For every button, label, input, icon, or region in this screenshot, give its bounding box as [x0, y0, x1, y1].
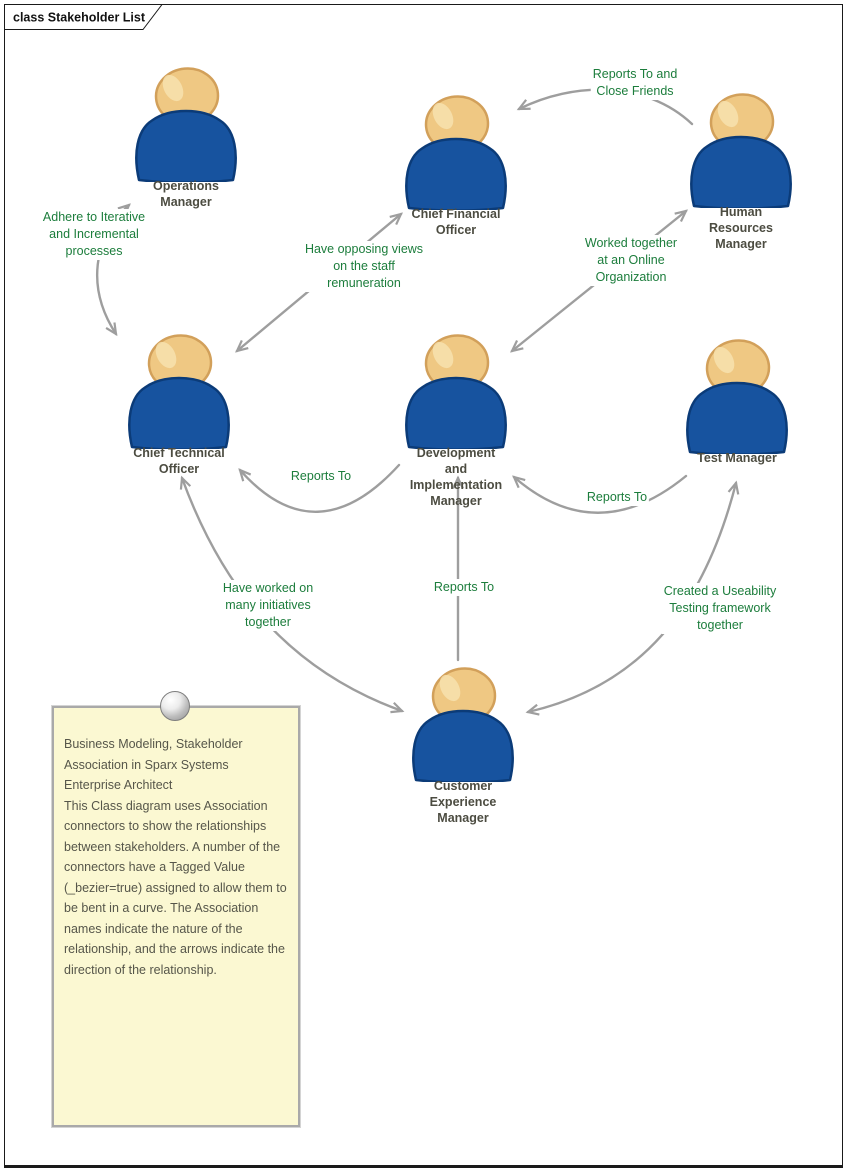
person-icon — [130, 66, 242, 182]
person-icon — [400, 333, 512, 449]
person-icon — [400, 94, 512, 210]
association-label-reports-to-dev-from-test[interactable]: Reports To — [584, 489, 650, 506]
association-label-adhere-iterative[interactable]: Adhere to Iterative and Incremental proc… — [40, 209, 148, 260]
association-label-useability-framework[interactable]: Created a Useability Testing framework t… — [661, 583, 779, 634]
person-icon — [681, 338, 793, 454]
diagram-frame-border — [4, 4, 843, 1168]
actor-test-manager[interactable]: Test Manager — [681, 338, 793, 465]
actor-name: Development and Implementation Manager — [409, 446, 503, 508]
association-label-reports-to-dev-from-cem[interactable]: Reports To — [431, 579, 497, 596]
actor-chief-financial-officer[interactable]: Chief Financial Officer — [400, 94, 512, 237]
note-title: Business Modeling, Stakeholder Associati… — [64, 737, 243, 792]
note-element[interactable]: Business Modeling, Stakeholder Associati… — [51, 705, 301, 1128]
actor-name: Operations Manager — [153, 179, 219, 209]
person-icon — [685, 92, 797, 208]
association-label-reports-to-cto[interactable]: Reports To — [288, 468, 354, 485]
actor-development-manager[interactable]: Development and Implementation Manager — [400, 333, 512, 508]
actor-name: Human Resources Manager — [709, 205, 773, 251]
actor-name: Chief Technical Officer — [133, 446, 225, 476]
association-label-reports-to-close-friends[interactable]: Reports To and Close Friends — [590, 66, 680, 100]
actor-name: Chief Financial Officer — [411, 207, 501, 237]
actor-customer-experience-manager[interactable]: Customer Experience Manager — [407, 666, 519, 825]
diagram-frame-tab: class Stakeholder List — [4, 4, 164, 30]
note-body: This Class diagram uses Association conn… — [64, 798, 287, 977]
actor-chief-technical-officer[interactable]: Chief Technical Officer — [123, 333, 235, 476]
actor-human-resources-manager[interactable]: Human Resources Manager — [685, 92, 797, 251]
association-label-worked-online[interactable]: Worked together at an Online Organizatio… — [582, 235, 680, 286]
person-icon — [123, 333, 235, 449]
association-label-opposing-views[interactable]: Have opposing views on the staff remuner… — [302, 241, 426, 292]
association-label-many-initiatives[interactable]: Have worked on many initiatives together — [220, 580, 316, 631]
diagram-frame-title: class Stakeholder List — [13, 11, 146, 25]
actor-name: Customer Experience Manager — [429, 779, 497, 825]
pin-icon — [160, 691, 190, 721]
person-icon — [407, 666, 519, 782]
actor-operations-manager[interactable]: Operations Manager — [130, 66, 242, 209]
actor-name: Test Manager — [697, 451, 777, 465]
